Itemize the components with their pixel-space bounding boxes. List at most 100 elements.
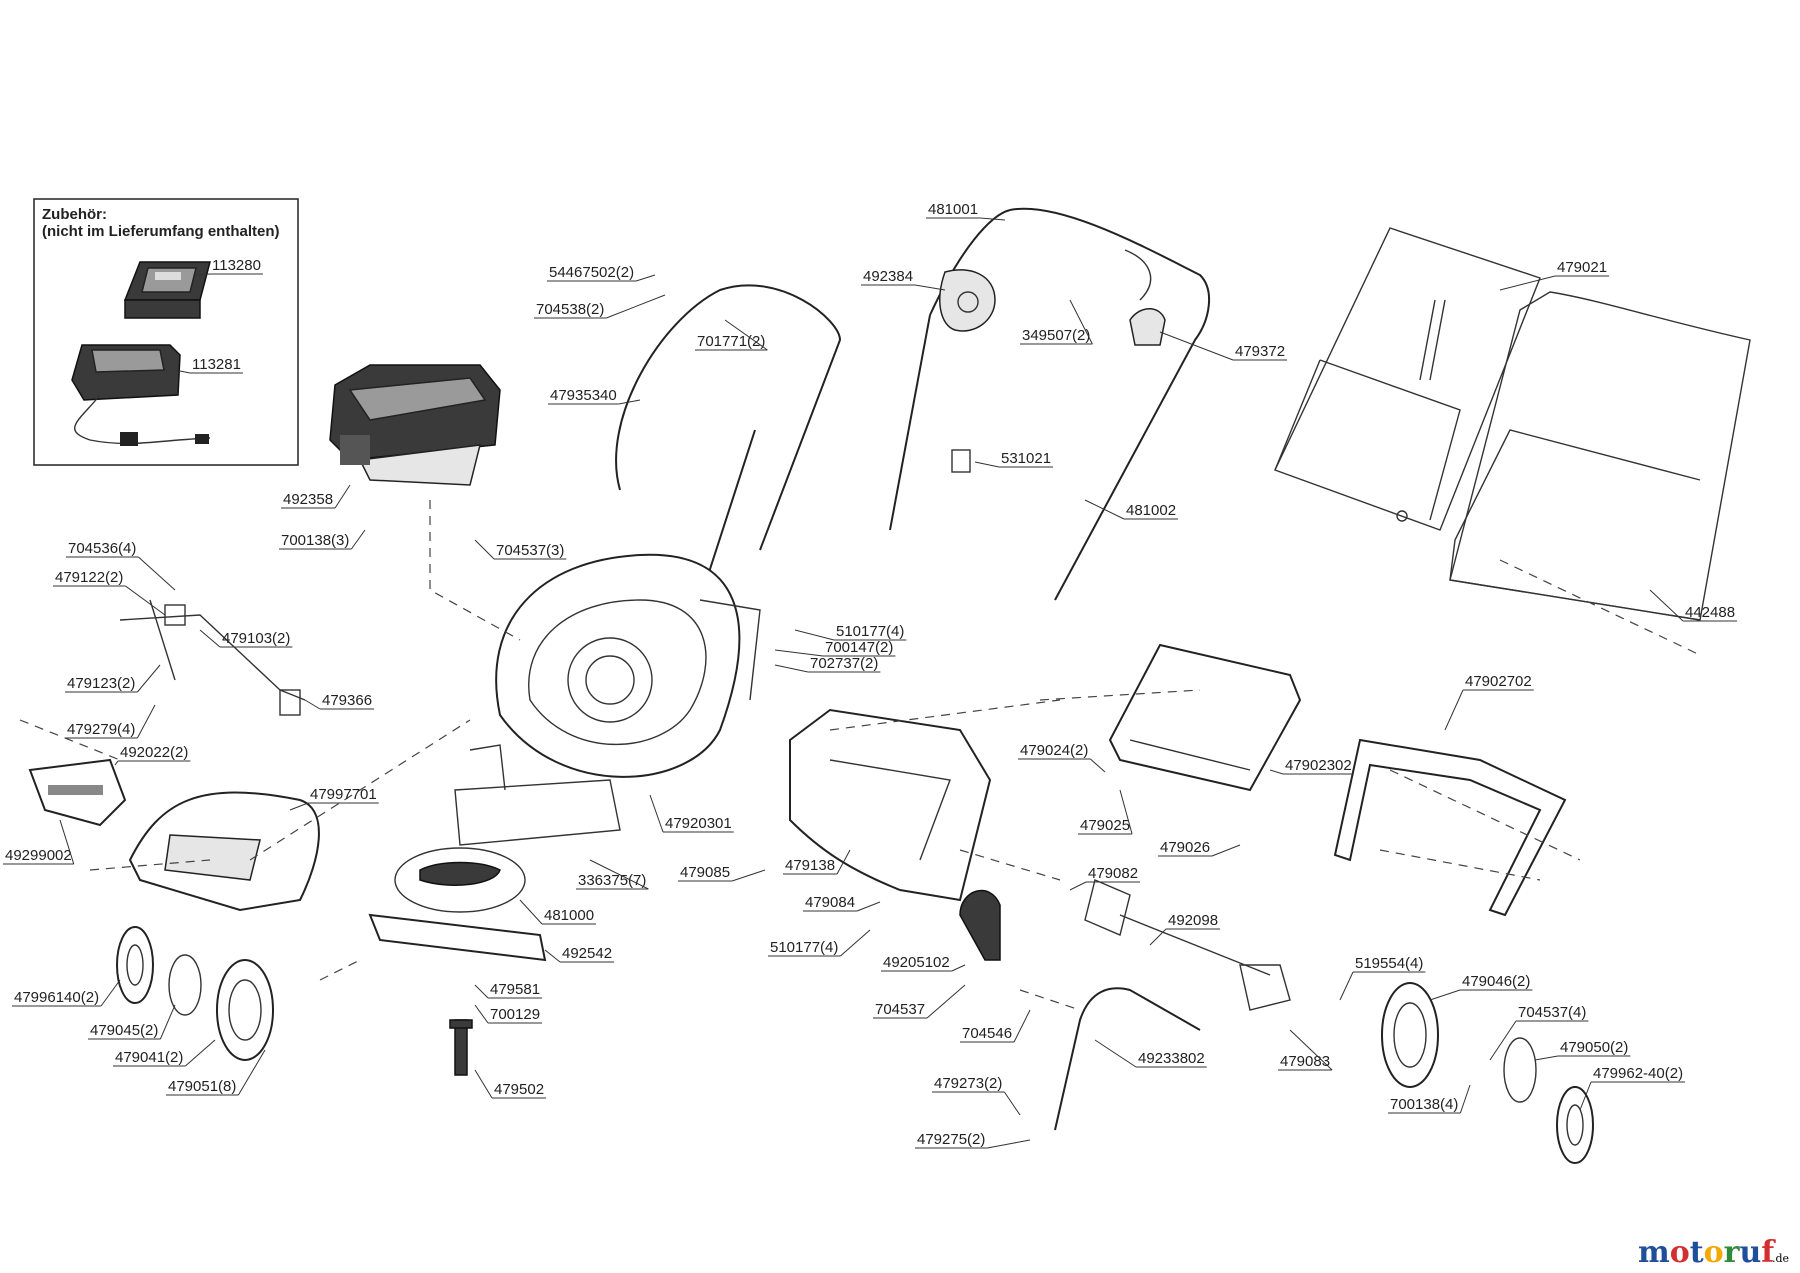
leader-line <box>199 629 221 648</box>
part-callout-113281: 113281 <box>174 356 243 374</box>
brand-letter: t <box>1690 1235 1704 1270</box>
leader-line <box>304 699 321 710</box>
deflector-cover <box>1108 643 1302 792</box>
part-number-label: 47920301 <box>665 815 732 832</box>
rear-wheel-disc <box>1503 1037 1537 1103</box>
rear-wheel-hubcap <box>1556 1086 1594 1164</box>
brand-logo: motoruf .de <box>1638 1235 1789 1270</box>
part-number-label: 47997701 <box>310 786 377 803</box>
part-callout-479026: 479026 <box>1158 839 1241 857</box>
accessory-subtitle: (nicht im Lieferumfang enthalten) <box>42 223 280 240</box>
leader-line <box>474 1004 489 1024</box>
part-callout-700147: 700147(2) <box>774 639 896 657</box>
leader-line <box>951 964 966 972</box>
part-number-label: 479962-40(2) <box>1593 1065 1683 1082</box>
part-number-label: 349507(2) <box>1022 327 1090 344</box>
leader-line <box>731 869 766 882</box>
grass-bag <box>1449 291 1751 621</box>
part-number-label: 47935340 <box>550 387 617 404</box>
part-callout-442488: 442488 <box>1649 589 1738 622</box>
part-callout-479279: 479279(4) <box>65 704 156 739</box>
rear-flap <box>128 791 320 912</box>
part-number-label: 519554(4) <box>1355 955 1423 972</box>
part-callout-479050: 479050(2) <box>1534 1039 1631 1061</box>
part-number-label: 481000 <box>544 907 594 924</box>
part-callout-702737: 702737(2) <box>774 655 881 673</box>
leader-line <box>350 529 366 550</box>
leader-line <box>185 1039 216 1067</box>
leader-line <box>1069 881 1087 891</box>
part-callout-481002: 481002 <box>1084 499 1179 520</box>
part-number-label: 442488 <box>1685 604 1735 621</box>
leader-line <box>1084 499 1125 520</box>
part-callout-510177-4b: 510177(4) <box>768 929 871 957</box>
leader-line <box>1069 299 1093 345</box>
rear-wheel-tyre <box>1381 982 1439 1088</box>
part-number-label: 702737(2) <box>810 655 878 672</box>
leader-line <box>334 484 351 509</box>
brand-wordmark: motoruf <box>1638 1235 1776 1270</box>
leader-line <box>980 217 1006 221</box>
part-callout-704536: 704536(4) <box>66 540 176 591</box>
cable-clip <box>1129 308 1166 346</box>
part-number-label: 479138 <box>785 857 835 874</box>
part-callout-700138-4: 700138(4) <box>1388 1084 1471 1114</box>
height-lever <box>959 889 1001 961</box>
part-number-label: 113281 <box>192 356 241 373</box>
part-number-label: 531021 <box>1001 450 1051 467</box>
part-number-label: 704537(3) <box>496 542 564 559</box>
brand-letter: u <box>1739 1235 1761 1270</box>
blade-assembly <box>368 847 547 962</box>
part-callout-704538: 704538(2) <box>534 294 666 319</box>
part-number-label: 704536(4) <box>68 540 136 557</box>
part-number-label: 479279(4) <box>67 721 135 738</box>
front-wheel-left-disc <box>168 954 202 1016</box>
part-number-label: 704537 <box>875 1001 925 1018</box>
part-number-label: 481002 <box>1126 502 1176 519</box>
leader-line <box>1459 1084 1471 1114</box>
leader-line <box>474 539 495 560</box>
part-callout-704537: 704537 <box>873 984 966 1019</box>
leader-line <box>1289 1029 1333 1071</box>
part-callout-700138-3: 700138(3) <box>279 529 366 550</box>
leader-line <box>1499 275 1556 291</box>
part-callout-481001: 481001 <box>926 201 1006 221</box>
brand-letter: o <box>1704 1235 1724 1270</box>
leader-line <box>237 1049 266 1096</box>
leader-line <box>474 984 489 999</box>
part-callout-492384: 492384 <box>861 268 946 291</box>
part-number-label: 479041(2) <box>115 1049 183 1066</box>
part-callout-54467502: 54467502(2) <box>547 264 656 282</box>
part-callout-349507: 349507(2) <box>1020 299 1093 345</box>
leader-line <box>1119 789 1133 835</box>
leader-line <box>194 273 211 276</box>
rear-axle-bracket <box>1084 879 1291 1011</box>
part-number-label: 479082 <box>1088 865 1138 882</box>
part-number-label: 479021 <box>1557 259 1607 276</box>
part-number-label: 479025 <box>1080 817 1130 834</box>
part-number-label: 704538(2) <box>536 301 604 318</box>
rear-frame <box>1333 738 1567 917</box>
part-callout-479051: 479051(8) <box>166 1049 266 1096</box>
part-callout-479046: 479046(2) <box>1429 973 1533 1001</box>
part-callout-479024: 479024(2) <box>1018 742 1106 773</box>
leader-line <box>1444 689 1464 731</box>
part-number-label: 47996140(2) <box>14 989 99 1006</box>
part-number-label: 479581 <box>490 981 540 998</box>
part-callout-704537-3: 704537(3) <box>474 539 567 560</box>
part-callout-336375: 336375(7) <box>576 859 649 890</box>
leader-line <box>1003 1091 1021 1116</box>
leader-line <box>618 399 641 405</box>
leader-line <box>159 1004 176 1040</box>
part-callout-481000: 481000 <box>519 899 597 925</box>
part-number-label: 479122(2) <box>55 569 123 586</box>
leader-line <box>836 849 851 875</box>
part-callout-479025: 479025 <box>1078 789 1133 835</box>
part-number-label: 54467502(2) <box>549 264 634 281</box>
part-callout-479103: 479103(2) <box>199 629 293 648</box>
axle-rod <box>1054 987 1201 1131</box>
part-number-label: 49233802 <box>1138 1050 1205 1067</box>
charger-icon <box>71 344 211 446</box>
leader-line <box>544 949 561 963</box>
